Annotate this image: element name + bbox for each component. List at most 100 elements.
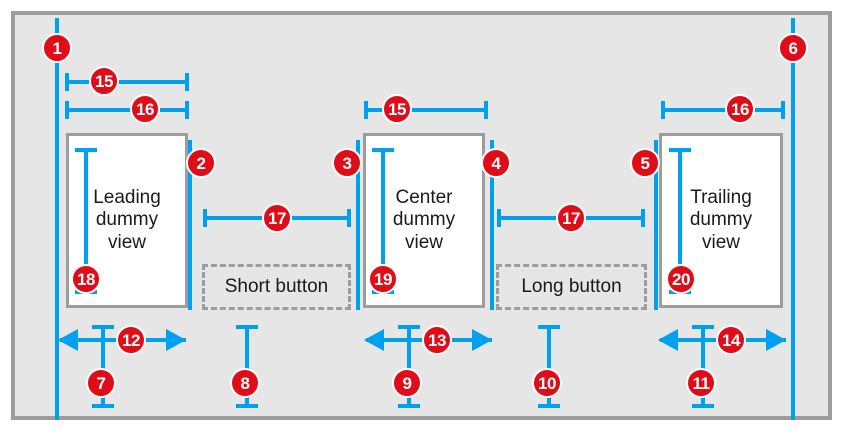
dimension-cap-16-left-start bbox=[65, 101, 69, 119]
trailing-dummy-view-line1: Trailing bbox=[690, 187, 752, 209]
baseline-cap-8-top bbox=[236, 325, 258, 329]
callout-badge-17-left-label: 17 bbox=[268, 208, 286, 228]
callout-badge-12-label: 12 bbox=[122, 330, 140, 350]
callout-badge-14-label: 14 bbox=[722, 330, 740, 350]
trailing-dummy-view-label: Trailing dummy view bbox=[690, 187, 752, 253]
callout-badge-2-label: 2 bbox=[196, 153, 206, 173]
callout-badge-1[interactable]: 1 bbox=[42, 33, 72, 63]
callout-badge-16-right[interactable]: 16 bbox=[725, 94, 755, 124]
callout-badge-8[interactable]: 8 bbox=[230, 368, 260, 398]
callout-badge-5-label: 5 bbox=[640, 153, 650, 173]
edge-guide-5 bbox=[654, 140, 658, 310]
baseline-cap-11-bottom bbox=[692, 404, 714, 408]
trailing-dummy-view-line2: dummy bbox=[689, 209, 753, 231]
long-button[interactable]: Long button bbox=[496, 264, 647, 310]
spacing-arrow-12-right bbox=[166, 329, 186, 351]
callout-badge-3-label: 3 bbox=[342, 153, 352, 173]
baseline-guide-7 bbox=[101, 325, 105, 408]
callout-badge-12[interactable]: 12 bbox=[116, 325, 146, 355]
callout-badge-18-label: 18 bbox=[77, 269, 95, 289]
callout-badge-2[interactable]: 2 bbox=[186, 148, 216, 178]
dimension-cap-16-right-end bbox=[781, 101, 785, 119]
baseline-guide-8 bbox=[245, 325, 249, 408]
callout-badge-1-label: 1 bbox=[52, 38, 62, 58]
edge-guide-3 bbox=[356, 140, 360, 310]
callout-badge-5[interactable]: 5 bbox=[630, 148, 660, 178]
callout-badge-15-left-label: 15 bbox=[95, 71, 113, 91]
callout-badge-18[interactable]: 18 bbox=[71, 264, 101, 294]
callout-badge-9[interactable]: 9 bbox=[392, 368, 422, 398]
dimension-cap-17-left-end bbox=[347, 209, 351, 227]
callout-badge-14[interactable]: 14 bbox=[716, 325, 746, 355]
edge-guide-6 bbox=[791, 18, 795, 420]
dimension-cap-16-right-start bbox=[661, 101, 665, 119]
dimension-line-18 bbox=[84, 148, 88, 294]
callout-badge-19-label: 19 bbox=[374, 269, 392, 289]
dimension-line-15-center bbox=[364, 108, 488, 112]
callout-badge-20[interactable]: 20 bbox=[666, 264, 696, 294]
baseline-cap-11-top bbox=[692, 325, 714, 329]
callout-badge-16-left-label: 16 bbox=[136, 99, 154, 119]
callout-badge-8-label: 8 bbox=[240, 373, 250, 393]
callout-badge-17-right[interactable]: 17 bbox=[556, 203, 586, 233]
short-button[interactable]: Short button bbox=[202, 264, 351, 310]
callout-badge-15-center[interactable]: 15 bbox=[382, 94, 412, 124]
baseline-cap-8-bottom bbox=[236, 404, 258, 408]
callout-badge-13[interactable]: 13 bbox=[422, 325, 452, 355]
callout-badge-3[interactable]: 3 bbox=[332, 148, 362, 178]
leading-dummy-view[interactable]: Leading dummy view bbox=[66, 133, 188, 308]
callout-badge-19[interactable]: 19 bbox=[368, 264, 398, 294]
callout-badge-7-label: 7 bbox=[96, 373, 106, 393]
callout-badge-6-label: 6 bbox=[788, 38, 798, 58]
baseline-cap-10-bottom bbox=[538, 404, 560, 408]
center-dummy-view-label: Center dummy view bbox=[393, 187, 455, 253]
dimension-cap-15-center-start bbox=[364, 101, 368, 119]
baseline-cap-10-top bbox=[538, 325, 560, 329]
callout-badge-7[interactable]: 7 bbox=[86, 368, 116, 398]
baseline-guide-9 bbox=[407, 325, 411, 408]
baseline-cap-9-top bbox=[398, 325, 420, 329]
callout-badge-10-label: 10 bbox=[538, 373, 556, 393]
dimension-line-16-left bbox=[65, 108, 189, 112]
leading-dummy-view-line2: dummy bbox=[95, 209, 159, 231]
baseline-cap-7-bottom bbox=[92, 404, 114, 408]
callout-badge-17-right-label: 17 bbox=[562, 208, 580, 228]
dimension-cap-17-right-start bbox=[497, 209, 501, 227]
dimension-line-15-left bbox=[65, 80, 189, 84]
center-dummy-view-line3: view bbox=[404, 231, 443, 253]
trailing-dummy-view-line3: view bbox=[701, 231, 740, 253]
callout-badge-10[interactable]: 10 bbox=[532, 368, 562, 398]
callout-badge-9-label: 9 bbox=[402, 373, 412, 393]
callout-badge-16-right-label: 16 bbox=[731, 99, 749, 119]
callout-badge-15-center-label: 15 bbox=[388, 99, 406, 119]
edge-guide-4 bbox=[490, 140, 494, 310]
short-button-label: Short button bbox=[224, 276, 329, 297]
spacing-arrow-13-left bbox=[364, 329, 384, 351]
dimension-cap-15-left-end bbox=[185, 73, 189, 91]
baseline-guide-10 bbox=[547, 325, 551, 408]
spacing-arrow-12-left bbox=[58, 329, 78, 351]
callout-badge-11[interactable]: 11 bbox=[686, 368, 716, 398]
spacing-arrow-13-right bbox=[472, 329, 492, 351]
dimension-cap-15-center-end bbox=[484, 101, 488, 119]
edge-guide-1 bbox=[55, 18, 59, 420]
baseline-cap-7-top bbox=[92, 325, 114, 329]
dimension-cap-19-top bbox=[372, 148, 394, 152]
dimension-line-16-right bbox=[661, 108, 785, 112]
leading-dummy-view-line3: view bbox=[107, 231, 146, 253]
dimension-cap-20-top bbox=[669, 148, 691, 152]
leading-dummy-view-line1: Leading bbox=[93, 187, 161, 209]
leading-dummy-view-label: Leading dummy view bbox=[93, 187, 161, 253]
baseline-guide-11 bbox=[701, 325, 705, 408]
dimension-cap-17-right-end bbox=[641, 209, 645, 227]
callout-badge-6[interactable]: 6 bbox=[778, 33, 808, 63]
callout-badge-4[interactable]: 4 bbox=[481, 148, 511, 178]
callout-badge-15-left[interactable]: 15 bbox=[89, 66, 119, 96]
callout-badge-20-label: 20 bbox=[672, 269, 690, 289]
dimension-cap-17-left-start bbox=[203, 209, 207, 227]
callout-badge-16-left[interactable]: 16 bbox=[130, 94, 160, 124]
callout-badge-17-left[interactable]: 17 bbox=[262, 203, 292, 233]
long-button-label: Long button bbox=[521, 276, 622, 297]
callout-badge-11-label: 11 bbox=[692, 373, 710, 393]
spacing-arrow-14-left bbox=[658, 329, 678, 351]
